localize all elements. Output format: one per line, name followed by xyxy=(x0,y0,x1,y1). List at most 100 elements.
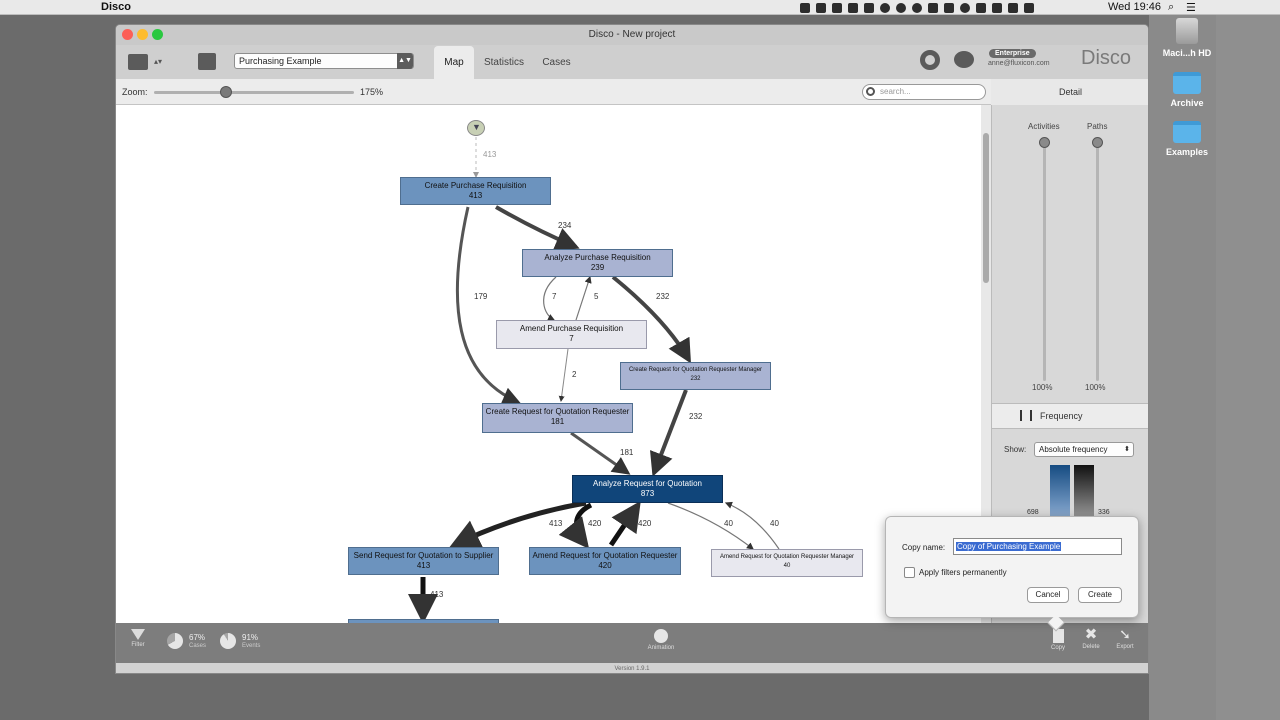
edge-label: 232 xyxy=(656,292,670,301)
desktop-item-examples[interactable]: Examples xyxy=(1152,121,1222,157)
edge-label: 179 xyxy=(474,292,488,301)
show-select[interactable]: Absolute frequency ⬍ xyxy=(1034,442,1134,457)
node-partial-bottom[interactable] xyxy=(348,619,499,623)
edge-amend-analyze[interactable] xyxy=(575,275,592,321)
paths-slider-handle[interactable] xyxy=(1092,137,1103,148)
zoom-window-button[interactable] xyxy=(152,29,163,40)
map-scrollbar[interactable] xyxy=(981,105,991,623)
edge-create-analyze[interactable] xyxy=(495,205,580,251)
bluetooth-icon[interactable] xyxy=(976,2,986,13)
close-window-button[interactable] xyxy=(122,29,133,40)
help-lifebuoy-icon[interactable] xyxy=(920,50,940,70)
node-amend-rfq-requester-manager[interactable]: Amend Request for Quotation Requester Ma… xyxy=(711,549,863,577)
yammer-icon[interactable] xyxy=(880,2,890,13)
cases-pie-icon xyxy=(167,633,183,649)
tab-cases[interactable]: Cases xyxy=(542,57,571,68)
cancel-button[interactable]: Cancel xyxy=(1027,587,1069,603)
edge-label: 7 xyxy=(552,292,557,301)
node-name: Amend Purchase Requisition xyxy=(519,324,624,333)
dataset-select-value: Purchasing Example xyxy=(239,56,322,66)
desktop-item-label: Archive xyxy=(1170,98,1204,108)
app-menu[interactable]: Disco xyxy=(101,1,131,13)
feedback-chat-icon[interactable] xyxy=(954,51,974,68)
display-icon[interactable] xyxy=(928,2,938,13)
edge-analyze-amend[interactable] xyxy=(543,276,557,321)
evernote-icon[interactable] xyxy=(912,2,922,13)
eye-icon[interactable] xyxy=(896,2,906,13)
tally-marks-icon xyxy=(1020,410,1032,421)
filter-button[interactable]: Filter xyxy=(129,629,147,648)
edge-manager-analyzerfq[interactable] xyxy=(649,389,688,477)
time-machine-icon[interactable] xyxy=(960,2,970,13)
search-input[interactable]: search... xyxy=(862,84,986,100)
node-count: 232 xyxy=(690,376,701,382)
apply-filters-label[interactable]: Apply filters permanently xyxy=(919,568,1007,577)
desktop-item-hd[interactable]: Maci...h HD xyxy=(1152,18,1222,58)
frequency-tab[interactable]: Frequency xyxy=(992,403,1148,429)
copy-button[interactable]: Copy xyxy=(1047,629,1069,651)
dataset-select[interactable]: Purchasing Example ▲▼ xyxy=(234,53,414,69)
delete-button[interactable]: ✖ Delete xyxy=(1079,627,1103,650)
zoom-slider[interactable] xyxy=(154,91,354,94)
zoom-label: Zoom: xyxy=(122,87,148,97)
edge-amend-rfq[interactable] xyxy=(558,348,569,402)
lock-icon[interactable] xyxy=(944,2,954,13)
node-create-rfq-requester-manager[interactable]: Create Request for Quotation Requester M… xyxy=(620,362,771,390)
edge-amendmanager-analyzerfq[interactable] xyxy=(724,501,780,550)
edition-badge: Enterprise xyxy=(989,49,1036,58)
zoom-bar: Zoom: 175% search... xyxy=(116,79,991,105)
paths-slider[interactable] xyxy=(1096,145,1099,381)
tab-map[interactable]: Map xyxy=(434,46,474,80)
edge-analyze-manager[interactable] xyxy=(611,275,691,364)
notification-center-icon[interactable]: ☰ xyxy=(1186,2,1196,14)
clock[interactable]: Wed 19:46 xyxy=(1108,1,1162,13)
open-project-icon[interactable] xyxy=(128,54,148,70)
minimize-window-button[interactable] xyxy=(137,29,148,40)
desktop-item-label: Maci...h HD xyxy=(1162,48,1212,58)
start-node[interactable]: ▼ xyxy=(467,120,485,136)
wifi-icon[interactable] xyxy=(992,2,1002,13)
edge-amend-analyzerfq[interactable] xyxy=(608,500,641,547)
edge-analyzerfq-send[interactable] xyxy=(449,500,587,548)
export-button[interactable]: ➘ Export xyxy=(1113,627,1137,651)
folder-icon xyxy=(1173,121,1201,143)
battery-icon[interactable] xyxy=(1024,2,1034,13)
zoom-slider-handle[interactable] xyxy=(220,86,232,98)
funnel-icon xyxy=(131,629,145,640)
copy-name-input[interactable]: Copy of Purchasing Example xyxy=(953,538,1122,555)
tab-statistics[interactable]: Statistics xyxy=(483,57,524,68)
volume-icon[interactable] xyxy=(1008,2,1018,13)
animation-button[interactable]: Animation xyxy=(642,629,680,651)
activities-slider[interactable] xyxy=(1043,145,1046,381)
edge-label: 420 xyxy=(638,519,652,528)
edge-create-rfq[interactable] xyxy=(455,206,521,405)
edge-rfq-analyzerfq[interactable] xyxy=(570,431,631,475)
x-icon: ✖ xyxy=(1084,626,1098,643)
flame-icon[interactable] xyxy=(832,2,842,13)
window-title: Disco - New project xyxy=(588,29,676,40)
spotlight-icon[interactable]: ⌕ xyxy=(1168,1,1175,13)
node-name: Amend Request for Quotation Requester Ma… xyxy=(719,554,855,560)
edge-analyzerfq-amendmanager[interactable] xyxy=(667,502,754,550)
sync-icon[interactable] xyxy=(864,2,874,13)
edge-analyzerfq-amend[interactable] xyxy=(558,502,593,549)
copy-tray-icon[interactable] xyxy=(848,2,858,13)
dropbox-icon[interactable] xyxy=(816,2,826,13)
activities-slider-handle[interactable] xyxy=(1039,137,1050,148)
desktop-item-archive[interactable]: Archive xyxy=(1152,72,1222,108)
dataset-archive-icon[interactable] xyxy=(198,53,216,70)
project-menu-arrow-icon[interactable]: ▴▾ xyxy=(154,57,163,66)
scrollbar-thumb[interactable] xyxy=(983,133,989,283)
apply-filters-checkbox[interactable] xyxy=(904,567,915,578)
node-name: Analyze Purchase Requisition xyxy=(544,253,651,262)
create-button[interactable]: Create xyxy=(1078,587,1122,603)
screen-record-icon[interactable] xyxy=(800,2,810,13)
